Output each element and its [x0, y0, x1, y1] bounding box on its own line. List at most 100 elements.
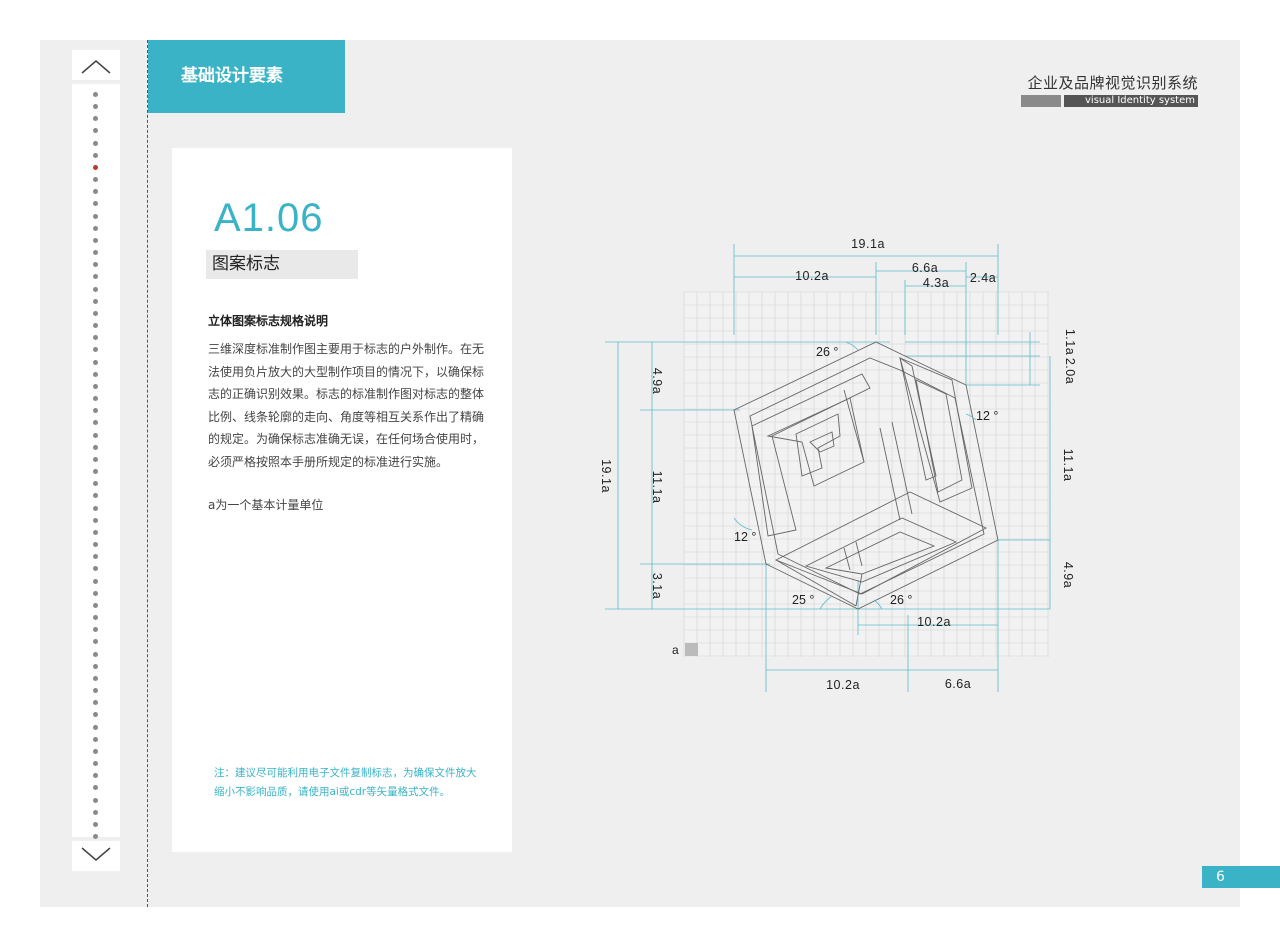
page-dot[interactable]	[93, 773, 98, 779]
unit-label: a	[672, 643, 679, 657]
brand-title-en-bar: visual Identity system	[1020, 95, 1198, 107]
brand-bar-accent	[1021, 95, 1061, 107]
page-dot[interactable]	[93, 517, 98, 523]
page-dot[interactable]	[93, 481, 98, 487]
angle-bottom-left: 25 °	[792, 593, 814, 607]
page-dot[interactable]	[93, 748, 98, 754]
page-dot[interactable]	[93, 469, 98, 475]
brand-title-cn: 企业及品牌视觉识别系统	[1027, 74, 1198, 92]
logo-wireframe	[733, 341, 999, 610]
page-dot[interactable]	[93, 359, 98, 365]
page-dot[interactable]	[93, 432, 98, 438]
page-dot[interactable]	[93, 590, 98, 596]
page-dot[interactable]	[93, 152, 98, 158]
page-dot[interactable]	[93, 250, 98, 256]
page-dot[interactable]	[93, 627, 98, 633]
spec-card: A1.06 图案标志 立体图案标志规格说明 三维深度标准制作图主要用于标志的户外…	[172, 148, 512, 852]
page-dot[interactable]	[93, 383, 98, 389]
page-dot[interactable]	[93, 821, 98, 827]
dim-right-middle: 11.1a	[1061, 449, 1075, 482]
page-dot[interactable]	[93, 237, 98, 243]
page-dot[interactable]	[93, 700, 98, 706]
page-dot[interactable]	[93, 809, 98, 815]
page-navigator	[72, 50, 120, 871]
page-dot[interactable]	[93, 177, 98, 183]
section-subtitle: 图案标志	[206, 250, 358, 279]
page-dot[interactable]	[93, 505, 98, 511]
page-dot[interactable]	[93, 542, 98, 548]
dim-top-right: 6.6a	[912, 261, 938, 275]
chevron-up-icon	[81, 60, 111, 74]
page-dot[interactable]	[93, 651, 98, 657]
page-dot[interactable]	[93, 554, 98, 560]
dim-top-corner: 2.4a	[970, 271, 996, 285]
page-dot[interactable]	[93, 444, 98, 450]
dim-right-1: 1.1a	[1063, 329, 1077, 355]
unit-note: a为一个基本计量单位	[208, 498, 324, 512]
page-dot[interactable]	[93, 529, 98, 535]
page-dot[interactable]	[93, 310, 98, 316]
page-dot[interactable]	[93, 724, 98, 730]
page-dot[interactable]	[93, 663, 98, 669]
page-dot[interactable]	[93, 298, 98, 304]
page-dot[interactable]	[93, 493, 98, 499]
page-dot[interactable]	[93, 578, 98, 584]
page-dot[interactable]	[93, 639, 98, 645]
description-body: 三维深度标准制作图主要用于标志的户外制作。在无法使用负片放大的大型制作项目的情况…	[208, 342, 485, 469]
dim-left-total: 19.1a	[600, 459, 613, 493]
dim-top-total: 19.1a	[851, 237, 885, 251]
description-title: 立体图案标志规格说明	[208, 314, 329, 328]
dim-top-inner: 4.3a	[923, 276, 949, 290]
page-dot[interactable]	[93, 675, 98, 681]
dim-left-upper: 4.9a	[650, 368, 664, 394]
page-dot[interactable]	[93, 323, 98, 329]
page-dot[interactable]	[93, 396, 98, 402]
page-dot[interactable]	[93, 602, 98, 608]
section-tab: 基础设计要素	[148, 40, 345, 113]
dim-left-lower: 3.1a	[650, 573, 664, 599]
page-dot-track	[72, 84, 120, 839]
brand-title-en: visual Identity system	[1064, 95, 1198, 107]
scroll-down-button[interactable]	[72, 841, 120, 871]
page-dot[interactable]	[93, 164, 98, 170]
page-dot[interactable]	[93, 104, 98, 110]
dim-bottom-right: 6.6a	[945, 677, 971, 691]
page-dot[interactable]	[93, 761, 98, 767]
page-dot[interactable]	[93, 456, 98, 462]
page-dot[interactable]	[93, 225, 98, 231]
chevron-down-icon	[81, 847, 111, 861]
angle-arcs	[733, 341, 977, 610]
dim-bottom-left: 10.2a	[826, 678, 860, 692]
page-dot[interactable]	[93, 262, 98, 268]
dim-right-2: 2.0a	[1063, 358, 1077, 384]
angle-right: 12 °	[976, 409, 998, 423]
page-dot[interactable]	[93, 128, 98, 134]
page-dot[interactable]	[93, 274, 98, 280]
page-dot[interactable]	[93, 712, 98, 718]
page-dot[interactable]	[93, 834, 98, 839]
page-dot[interactable]	[93, 797, 98, 803]
page-dot[interactable]	[93, 420, 98, 426]
page-dot[interactable]	[93, 371, 98, 377]
page-dot[interactable]	[93, 213, 98, 219]
page-dot[interactable]	[93, 736, 98, 742]
page-dot[interactable]	[93, 408, 98, 414]
dimension-lines	[605, 244, 1051, 692]
page-dot[interactable]	[93, 566, 98, 572]
page-dot[interactable]	[93, 201, 98, 207]
page-dot[interactable]	[93, 286, 98, 292]
page-dot[interactable]	[93, 785, 98, 791]
page-dot[interactable]	[93, 116, 98, 122]
page-dot[interactable]	[93, 347, 98, 353]
page-dot[interactable]	[93, 688, 98, 694]
page-dot[interactable]	[93, 140, 98, 146]
angle-left: 12 °	[734, 530, 756, 544]
angle-bottom-right: 26 °	[890, 593, 912, 607]
page-dot[interactable]	[93, 189, 98, 195]
scroll-up-button[interactable]	[72, 50, 120, 80]
page-dot[interactable]	[93, 615, 98, 621]
page-dot[interactable]	[93, 335, 98, 341]
unit-square	[685, 643, 698, 656]
page-dot[interactable]	[93, 92, 98, 97]
